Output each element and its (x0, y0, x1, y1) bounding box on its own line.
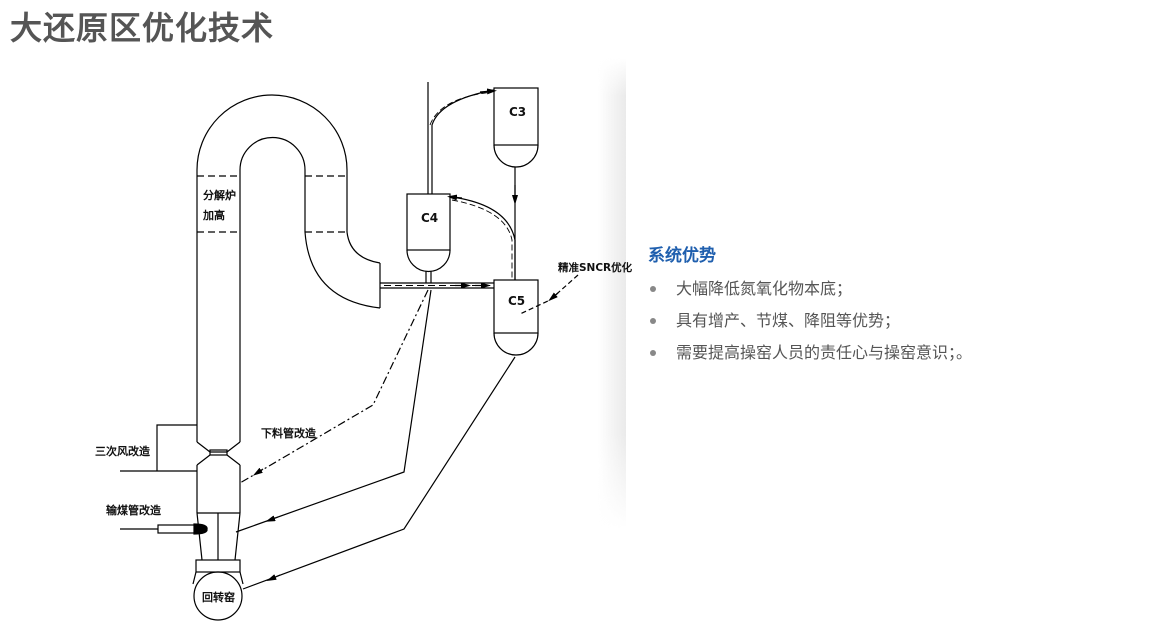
kiln-label: 回转窑 (202, 590, 235, 604)
advantages-panel: 系统优势 大幅降低氮氧化物本底； 具有增产、节煤、降阻等优势； 需要提高操窑人员… (648, 243, 1128, 369)
downpipe-label: 下料管改造 (261, 426, 317, 440)
advantages-list: 大幅降低氮氧化物本底； 具有增产、节煤、降阻等优势； 需要提高操窑人员的责任心与… (648, 273, 1128, 369)
process-flow-diagram: 分解炉 加高 C3 C4 C5 精准SNCR优化 三次风改造 下料管改造 输煤管… (95, 82, 633, 621)
page-title: 大还原区优化技术 (10, 9, 275, 47)
advantage-item: 大幅降低氮氧化物本底； (648, 273, 1128, 305)
c5-label: C5 (508, 294, 525, 308)
panel-shadow (598, 58, 626, 528)
calciner-raise-label-2: 加高 (202, 208, 225, 222)
advantage-text: 大幅降低氮氧化物本底； (676, 279, 853, 298)
c3-label: C3 (509, 105, 526, 119)
material-downpipes (235, 289, 516, 590)
advantages-heading: 系统优势 (648, 246, 716, 266)
bullet-icon (650, 350, 656, 356)
c4-label: C4 (421, 211, 438, 225)
calciner (192, 94, 381, 585)
advantage-text: 具有增产、节煤、降阻等优势； (676, 311, 901, 330)
tertiary-air-duct (120, 424, 197, 472)
tertiary-air-label: 三次风改造 (95, 444, 151, 458)
sncr-pointer (519, 274, 579, 315)
coal-pipe (120, 523, 208, 535)
sncr-label: 精准SNCR优化 (558, 261, 633, 274)
coal-pipe-label: 输煤管改造 (106, 503, 162, 517)
cyclone-c5 (493, 279, 539, 356)
cyclone-c4 (406, 193, 516, 283)
duct-to-c5 (380, 282, 494, 289)
advantage-item: 具有增产、节煤、降阻等优势； (648, 305, 1128, 337)
bullet-icon (650, 318, 656, 324)
advantage-item: 需要提高操窑人员的责任心与操窑意识；。 (648, 337, 1128, 369)
advantage-text: 需要提高操窑人员的责任心与操窑意识；。 (676, 343, 973, 362)
bullet-icon (650, 286, 656, 292)
calciner-raise-label: 分解炉 (203, 188, 236, 202)
rotary-kiln (193, 571, 243, 621)
riser-to-c3 (427, 82, 497, 194)
